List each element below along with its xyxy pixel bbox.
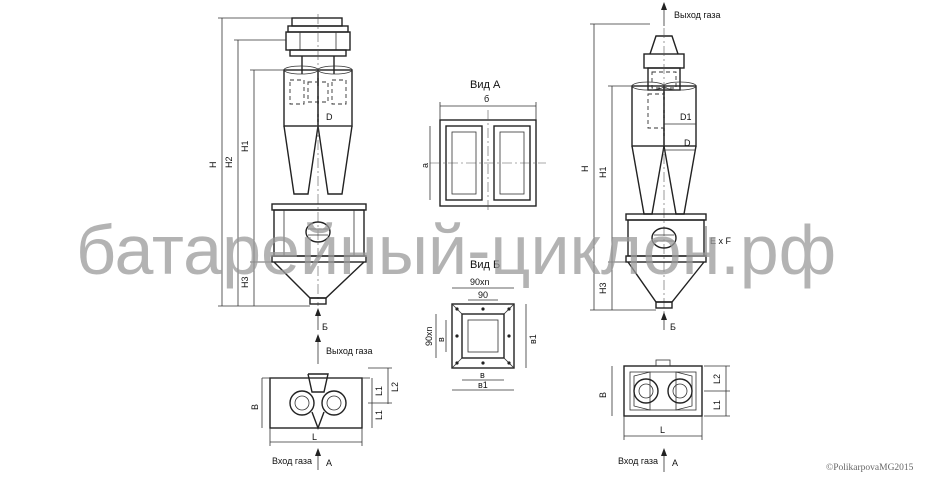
right-front-view [590,2,707,330]
label-L2-left: L2 [390,382,400,392]
label-90xn-top: 90хn [470,277,490,287]
label-a-left: А [326,458,332,468]
view-b [435,287,527,391]
label-B-left: B [250,404,260,410]
label-D-right: D [684,138,691,148]
label-90: 90 [478,290,488,300]
label-L1-left-b: L1 [374,410,384,420]
view-b-title: Вид Б [470,259,500,271]
label-H1-left: H1 [240,140,250,152]
label-b6: б [484,94,489,104]
label-gas-inlet-left: Вход газа [272,456,312,466]
label-H3-right: H3 [598,282,608,294]
view-a-title: Вид А [470,79,501,91]
label-a-dim: а [420,163,430,168]
label-gas-outlet-right: Выход газа [674,10,721,20]
copyright: ©PolikarpovaMG2015 [826,462,914,473]
label-90xn-side: 90хn [424,326,434,346]
label-b1-bottom: в1 [478,380,488,390]
label-D1-right: D1 [680,112,692,122]
view-a [429,102,546,212]
watermark: батарейный-циклон.рф [76,211,836,289]
label-L-right: L [660,425,665,435]
label-B-right: B [598,392,608,398]
label-gas-inlet-right: Вход газа [618,456,658,466]
label-b1-side: в1 [528,334,538,344]
label-H-left: H [208,162,218,169]
label-b-right: Б [670,322,676,332]
label-L-left: L [312,432,317,442]
left-front-view [218,14,367,330]
right-plan-view [611,359,730,472]
label-L2-right: L2 [712,374,722,384]
label-D-left: D [326,112,333,122]
left-plan-view [261,334,392,470]
label-b-bottom: в [480,370,485,380]
label-ExF: E x F [710,236,732,246]
label-b-side: в [436,337,446,342]
label-H1-right: H1 [598,166,608,178]
label-H2: H2 [224,156,234,168]
label-H-right: H [580,166,590,173]
label-a-right: А [672,458,678,468]
label-L1-right: L1 [712,400,722,410]
label-b-left: Б [322,322,328,332]
label-H3-left: H3 [240,276,250,288]
label-gas-outlet-left: Выход газа [326,346,373,356]
label-L1-left-a: L1 [374,386,384,396]
